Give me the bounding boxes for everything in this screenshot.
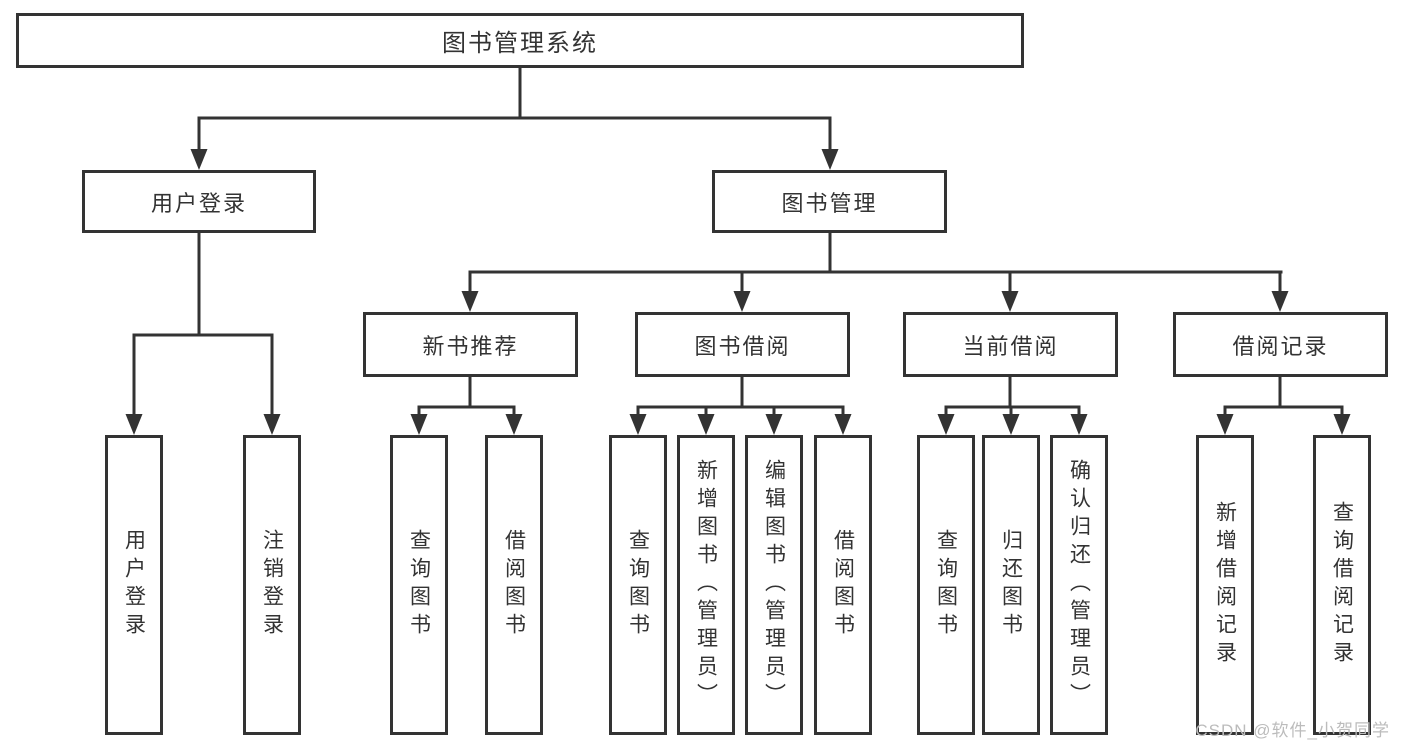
leaf-return-books: 归还图书: [982, 435, 1040, 735]
edges-new-book-recommend: [410, 375, 523, 435]
node-current-borrowing: 当前借阅: [903, 312, 1118, 377]
watermark: CSDN @软件_小贺同学: [1195, 721, 1390, 740]
node-library-management-system: 图书管理系统: [16, 13, 1024, 68]
leaf-edit-book-admin: 编辑图书（管理员）: [745, 435, 803, 735]
edges-current-borrowing: [937, 375, 1088, 435]
edges-book-management: [461, 231, 1289, 312]
leaf-query-books-borrowing: 查询图书: [609, 435, 667, 735]
leaf-add-borrow-record: 新增借阅记录: [1196, 435, 1254, 735]
edges-book-borrowing: [629, 375, 852, 435]
edges-user-login: [125, 231, 281, 435]
leaf-logout: 注销登录: [243, 435, 301, 735]
node-new-book-recommend: 新书推荐: [363, 312, 578, 377]
node-borrow-records: 借阅记录: [1173, 312, 1388, 377]
leaf-user-login: 用户登录: [105, 435, 163, 735]
leaf-borrow-books-recommend: 借阅图书: [485, 435, 543, 735]
edges-borrow-records: [1216, 375, 1351, 435]
leaf-query-books-current: 查询图书: [917, 435, 975, 735]
leaf-query-books-recommend: 查询图书: [390, 435, 448, 735]
leaf-confirm-return-admin: 确认归还（管理员）: [1050, 435, 1108, 735]
node-book-management: 图书管理: [712, 170, 947, 233]
node-user-login: 用户登录: [82, 170, 316, 233]
leaf-borrow-books: 借阅图书: [814, 435, 872, 735]
leaf-add-book-admin: 新增图书（管理员）: [677, 435, 735, 735]
node-book-borrowing: 图书借阅: [635, 312, 850, 377]
edges-root: [190, 66, 839, 170]
leaf-query-borrow-record: 查询借阅记录: [1313, 435, 1371, 735]
